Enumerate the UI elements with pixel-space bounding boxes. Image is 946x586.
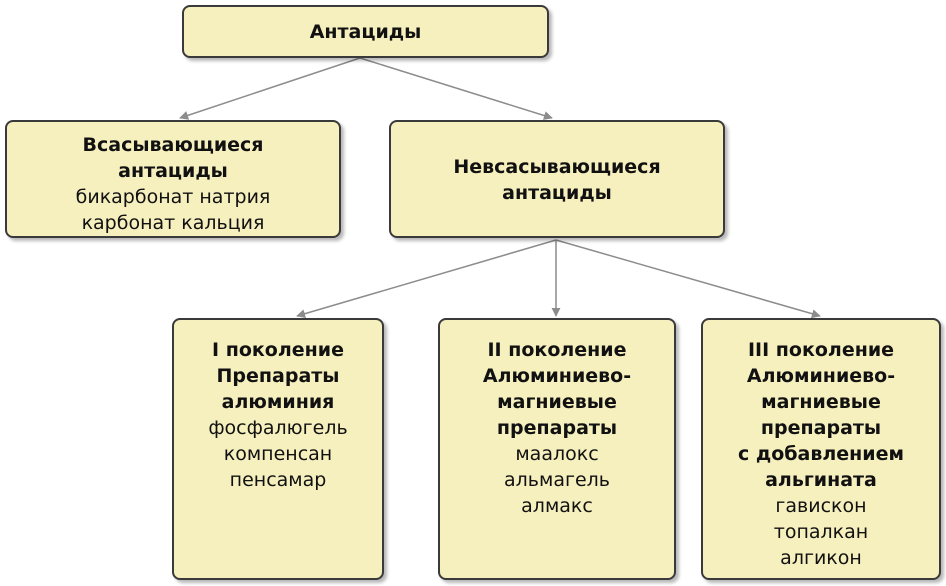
- generation-2-item: маалокс: [515, 443, 599, 465]
- generation-2-box: II поколение Алюминиево- магниевые препа…: [438, 318, 676, 580]
- generation-2-item: алмакс: [521, 495, 593, 517]
- antacids-root-box: Антациды: [182, 5, 549, 58]
- non-absorbable-title-line: антациды: [502, 182, 612, 204]
- generation-3-item: топалкан: [773, 521, 869, 543]
- arrow-root-to-absorbable: [179, 57, 361, 120]
- generation-3-item: гавискон: [775, 495, 867, 517]
- absorbable-item: карбонат кальция: [81, 212, 265, 234]
- generation-1-title-line: I поколение: [212, 339, 344, 361]
- absorbable-title-line: антациды: [118, 160, 228, 182]
- generation-3-title-line: Алюминиево-: [746, 365, 896, 387]
- generation-3-title-line: III поколение: [747, 339, 895, 361]
- generation-3-title-line: магниевые: [761, 391, 881, 413]
- generation-3-box: III поколение Алюминиево- магниевые преп…: [701, 318, 941, 580]
- generation-3-title-line: альгината: [765, 469, 877, 491]
- absorbable-antacids-box: Всасывающиеся антациды бикарбонат натрия…: [5, 120, 341, 238]
- non-absorbable-antacids-box: Невсасывающиеся антациды: [389, 120, 725, 238]
- absorbable-item: бикарбонат натрия: [75, 186, 271, 208]
- arrow-non-absorbable-to-gen1: [296, 239, 557, 319]
- absorbable-title-line: Всасывающиеся: [82, 134, 264, 156]
- generation-3-title-line: с добавлением: [737, 443, 905, 465]
- generation-2-title-line: магниевые: [497, 391, 617, 413]
- arrow-root-to-non-absorbable: [359, 57, 553, 120]
- generation-1-title-line: алюминия: [221, 391, 335, 413]
- generation-3-title-line: препараты: [760, 417, 882, 439]
- generation-1-item: пенсамар: [229, 469, 327, 491]
- generation-3-item: алгикон: [780, 547, 862, 569]
- generation-2-item: альмагель: [504, 469, 610, 491]
- generation-1-item: фосфалюгель: [208, 417, 348, 439]
- generation-1-box: I поколение Препараты алюминия фосфалюге…: [172, 318, 384, 580]
- arrow-non-absorbable-to-gen3: [555, 239, 821, 319]
- generation-1-title-line: Препараты: [216, 365, 340, 387]
- generation-2-title-line: II поколение: [487, 339, 627, 361]
- non-absorbable-title-line: Невсасывающиеся: [453, 156, 661, 178]
- generation-2-title-line: Алюминиево-: [482, 365, 632, 387]
- antacids-title: Антациды: [309, 21, 422, 43]
- generation-2-title-line: препараты: [496, 417, 618, 439]
- generation-1-item: компенсан: [223, 443, 333, 465]
